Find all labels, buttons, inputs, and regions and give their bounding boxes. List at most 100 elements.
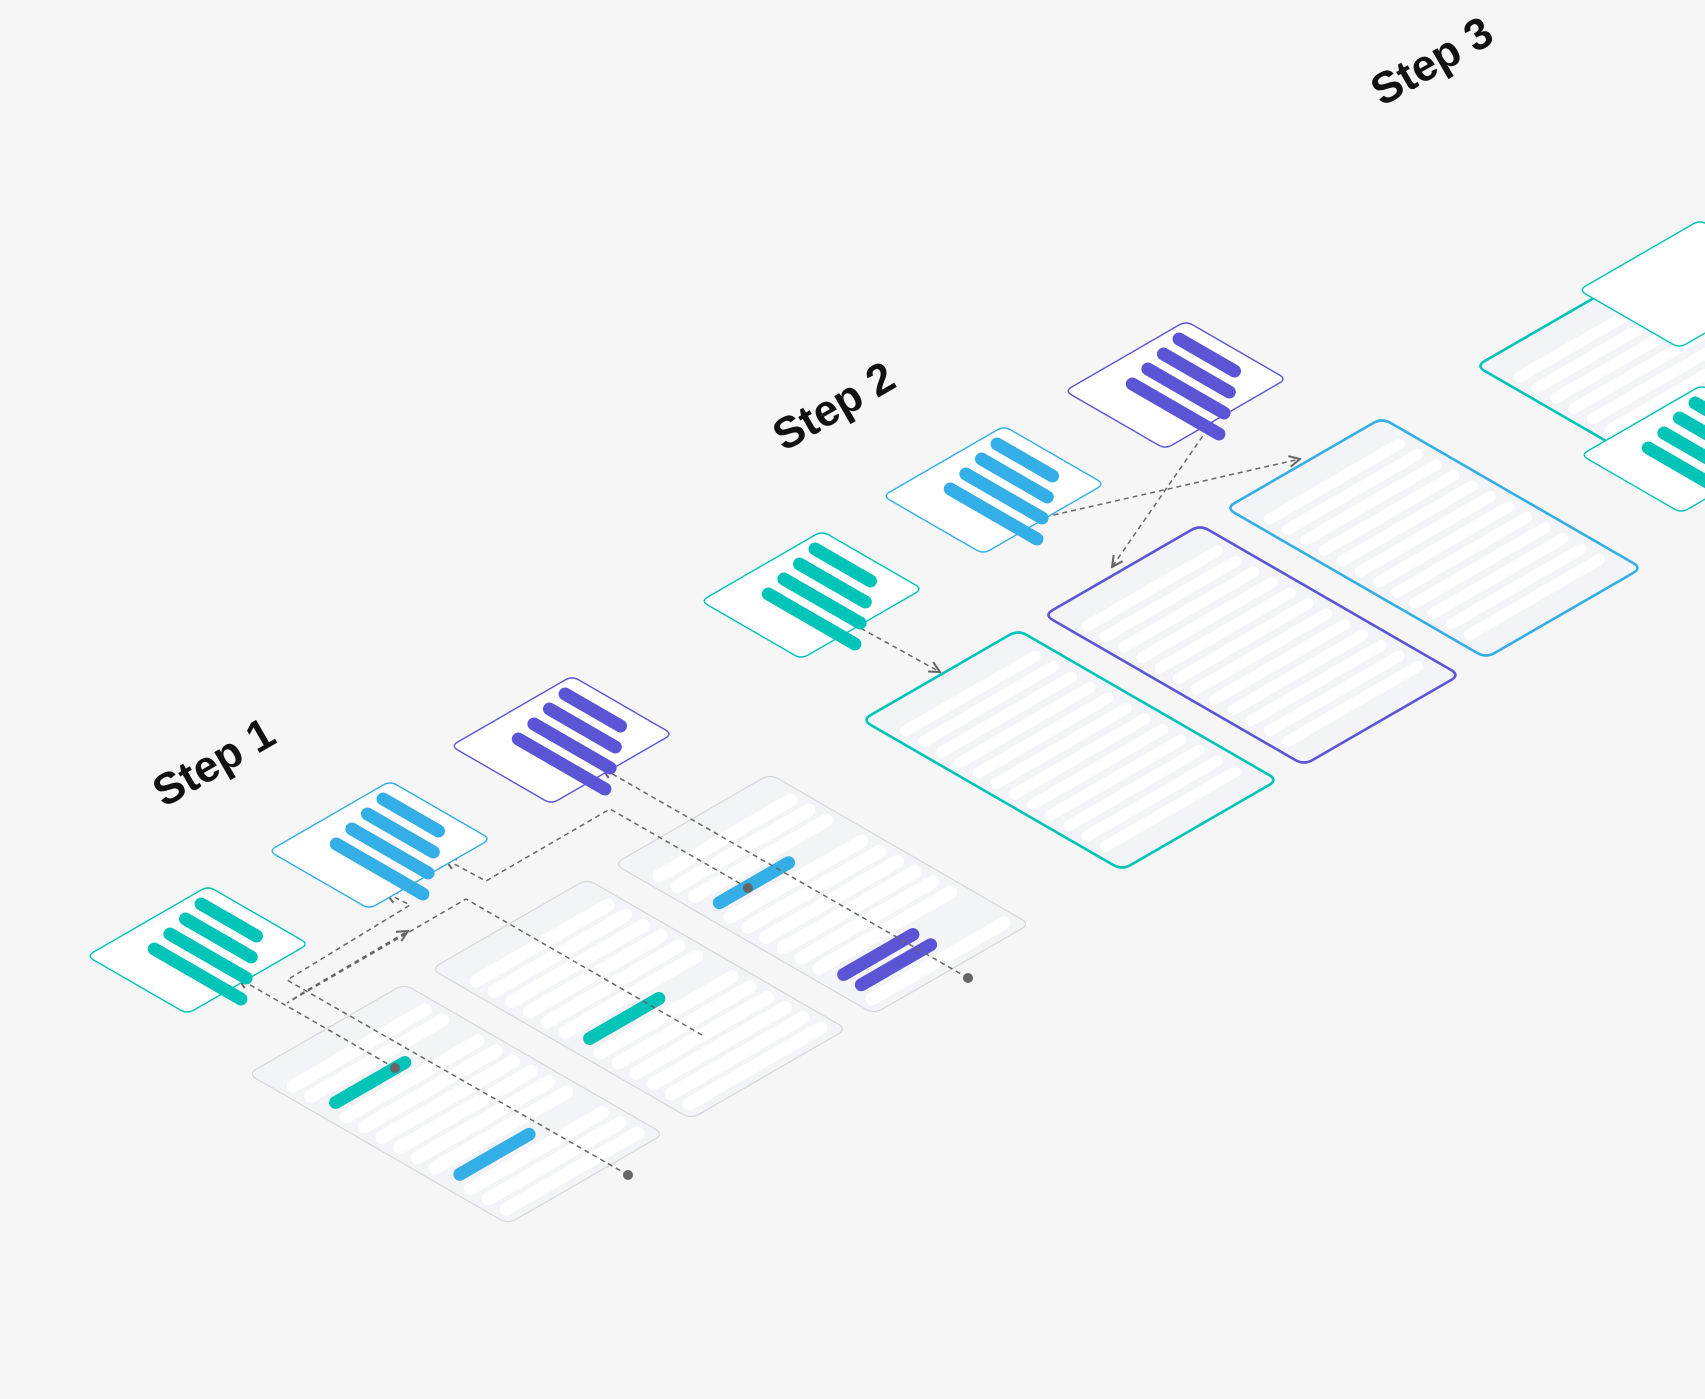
step-1-card-teal-bar (147, 942, 248, 1006)
step-2-panel-indigo (1047, 526, 1457, 764)
step-2-card-teal-bar (761, 587, 862, 651)
step-1-table-2-row (522, 929, 668, 1019)
step-1-table-2-row (593, 970, 739, 1060)
step-2-panel-blue-row (1336, 480, 1478, 567)
step-2-panel-teal-row (1009, 713, 1150, 800)
step-1-table-1-row (375, 1054, 521, 1144)
step-1-table-3-row (794, 875, 940, 965)
connector-step2-indigo-line (1112, 413, 1219, 567)
step-1-table-3-row (688, 814, 833, 903)
step-1-table-1-row (499, 1126, 645, 1216)
step-1-table-1-row (286, 1003, 432, 1093)
step-1-card-blue-bar (329, 837, 430, 901)
step-2-card-teal-bar (792, 557, 872, 609)
step-2-card-blue-bar (943, 482, 1044, 546)
step-1-table-1-row (464, 1106, 609, 1195)
step-1-card-blue (271, 782, 488, 908)
step-1-card-indigo-bar (527, 717, 617, 775)
step-3-card-bar (1688, 396, 1705, 417)
connector-teal-2 (286, 898, 703, 1036)
step-1-card-teal (89, 887, 306, 1013)
step-1-label: Step 1 (145, 708, 284, 816)
step-2-card-blue-bar (959, 467, 1049, 525)
step-2-panels (865, 419, 1639, 869)
step-3-panel-row (1586, 347, 1705, 425)
step-2-panel-teal-row (1027, 724, 1169, 810)
connector-blue-1 (285, 893, 633, 1180)
step-2-card-indigo (1067, 322, 1284, 448)
step-2-panel-teal-row (1045, 734, 1187, 821)
connector-blue-2 (445, 808, 753, 893)
connector-teal-1 (238, 978, 400, 1073)
step-2-panel-indigo-row (1191, 608, 1332, 695)
step-3-group (1479, 221, 1705, 512)
step-1-card-blue-bar (360, 807, 440, 859)
step-2-panel-indigo-row (1136, 577, 1278, 663)
connector-step2-teal-line (852, 623, 940, 672)
step-2-panel-blue (1229, 419, 1639, 657)
step-2-card-indigo-bar (1141, 362, 1231, 420)
step-1-table-1-row (357, 1044, 503, 1134)
connector-indigo-1-line (602, 768, 969, 979)
step-1-table-3-highlight-row (837, 928, 920, 981)
step-3-card-bar (1641, 441, 1705, 489)
step-2-panel-blue-row (1463, 554, 1605, 640)
step-2-panel-blue-row (1409, 522, 1551, 609)
step-3-inner-card (1583, 386, 1705, 512)
step-2-panel-blue-row (1427, 533, 1569, 619)
step-2-card-blue-bar (990, 437, 1059, 483)
step-3-card-bar (1672, 411, 1705, 441)
step-2-panel-indigo-row (1281, 661, 1423, 747)
step-2-panel-teal-row (1063, 745, 1205, 831)
step-1-table-1-row (428, 1085, 574, 1175)
step-1-table-3-row (812, 885, 958, 975)
step-2-panel-teal-row (972, 692, 1114, 779)
step-1-card-indigo (453, 677, 670, 803)
connector-teal-1-dot (390, 1063, 400, 1073)
step-2-card-indigo-bar (1156, 347, 1236, 399)
connector-indigo-1-dot (963, 973, 973, 983)
step-1-table-3-highlight-row (712, 856, 796, 910)
step-1-table-2-row (664, 1011, 810, 1101)
step-2-panel-indigo-row (1263, 650, 1405, 737)
step-2-card-blue (885, 427, 1102, 553)
connector-step2-blue-line (1035, 459, 1300, 520)
step-1-table-1-row (393, 1065, 538, 1154)
connectors (238, 409, 1300, 1180)
step-1-table-1-row (481, 1116, 627, 1206)
step-2-panel-blue-row (1282, 449, 1424, 535)
step-1-table-2-row (505, 919, 650, 1008)
step-1-card-indigo-bar (542, 702, 622, 754)
connector-blue-1-line (285, 893, 629, 1176)
step-2-card-indigo-bar (1125, 377, 1226, 441)
step-2-panel-indigo-row (1154, 587, 1296, 674)
step-3-panel-row (1604, 368, 1705, 435)
step-1-table-2-row (647, 1001, 792, 1090)
step-1-card-teal-bar (163, 927, 253, 985)
step-1-table-1-row (339, 1034, 485, 1124)
step-2-panel-teal-row (954, 682, 1096, 768)
step-2-panel-teal-row (990, 703, 1132, 789)
step-2-card-teal (703, 532, 920, 658)
connector-teal-2-line (286, 898, 703, 1036)
step-2-panel-teal-row (918, 661, 1060, 747)
step-2-panel-blue-row (1318, 470, 1460, 556)
step-1-table-3-row (865, 916, 1011, 1006)
step-2-panel-indigo-row (1227, 629, 1369, 716)
step-1-table-1-row (410, 1075, 556, 1165)
step-3-top-card-frame (1581, 221, 1705, 347)
step-1-table-2-row (682, 1021, 828, 1111)
step-2-panel-indigo-row (1100, 556, 1242, 642)
step-2-panel-blue-row (1373, 501, 1514, 588)
step-2-panel-blue-row (1263, 438, 1405, 525)
step-1-card-indigo-bar (558, 687, 627, 733)
step-2-panel-teal (865, 631, 1275, 869)
connector-blue-1-dot (623, 1170, 633, 1180)
step-2-panel-teal-row (1099, 766, 1241, 852)
step-2-panel-blue-row (1391, 512, 1533, 598)
step-2-panel-teal-row (899, 650, 1041, 737)
step-1-table-1-highlight-row (453, 1127, 536, 1181)
step-1-card-indigo-bar (511, 732, 612, 796)
step-1-table-3-row (741, 844, 887, 934)
